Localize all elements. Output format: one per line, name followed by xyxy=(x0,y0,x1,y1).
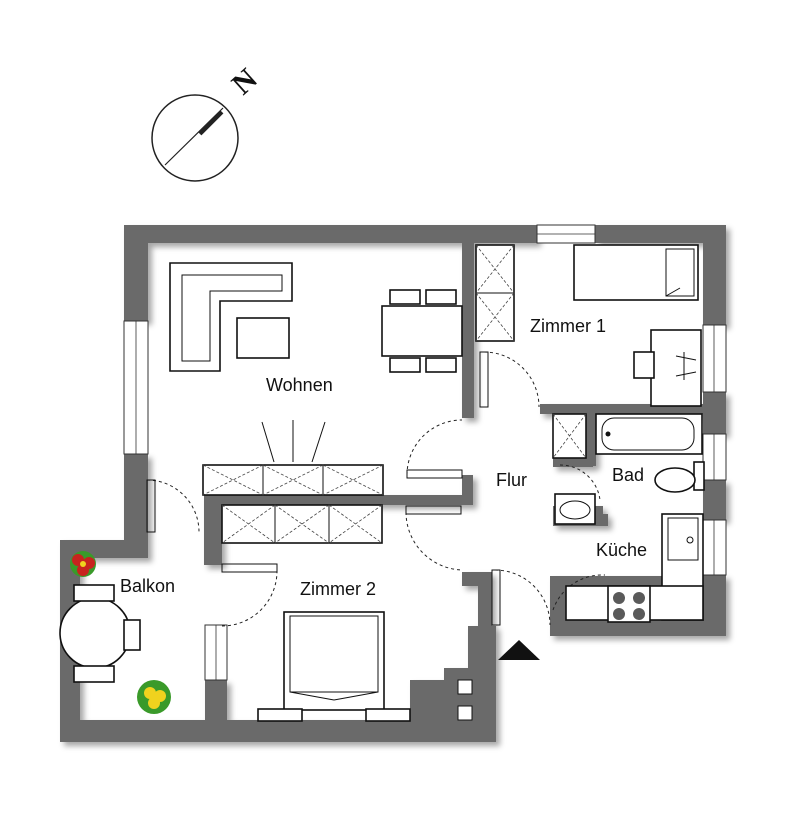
shaft-symbols xyxy=(457,679,473,721)
single-bed xyxy=(573,244,699,301)
room-label-balkon: Balkon xyxy=(120,576,175,596)
wardrobe xyxy=(221,504,383,544)
double-bed xyxy=(257,611,411,722)
plant-icon xyxy=(137,680,171,714)
desk xyxy=(633,329,702,407)
north-label: N xyxy=(226,62,264,101)
tv-sideboard xyxy=(202,420,384,496)
windows xyxy=(123,224,727,681)
dining-table xyxy=(381,289,463,373)
room-label-kueche: Küche xyxy=(596,540,647,560)
room-label-wohnen: Wohnen xyxy=(266,375,333,395)
room-label-flur: Flur xyxy=(496,470,527,490)
balcony-table xyxy=(59,584,141,683)
room-label-zimmer2: Zimmer 2 xyxy=(300,579,376,599)
room-label-zimmer1: Zimmer 1 xyxy=(530,316,606,336)
room-label-bad: Bad xyxy=(612,465,644,485)
plant-icon xyxy=(70,551,96,577)
door-swings xyxy=(146,351,606,627)
zimmer1-wardrobe xyxy=(475,244,515,342)
entrance-arrow-icon xyxy=(498,640,540,660)
kitchen-counter xyxy=(565,513,704,623)
compass-icon: N xyxy=(151,62,264,182)
bath-fixtures xyxy=(552,413,705,525)
sofa xyxy=(169,262,293,372)
